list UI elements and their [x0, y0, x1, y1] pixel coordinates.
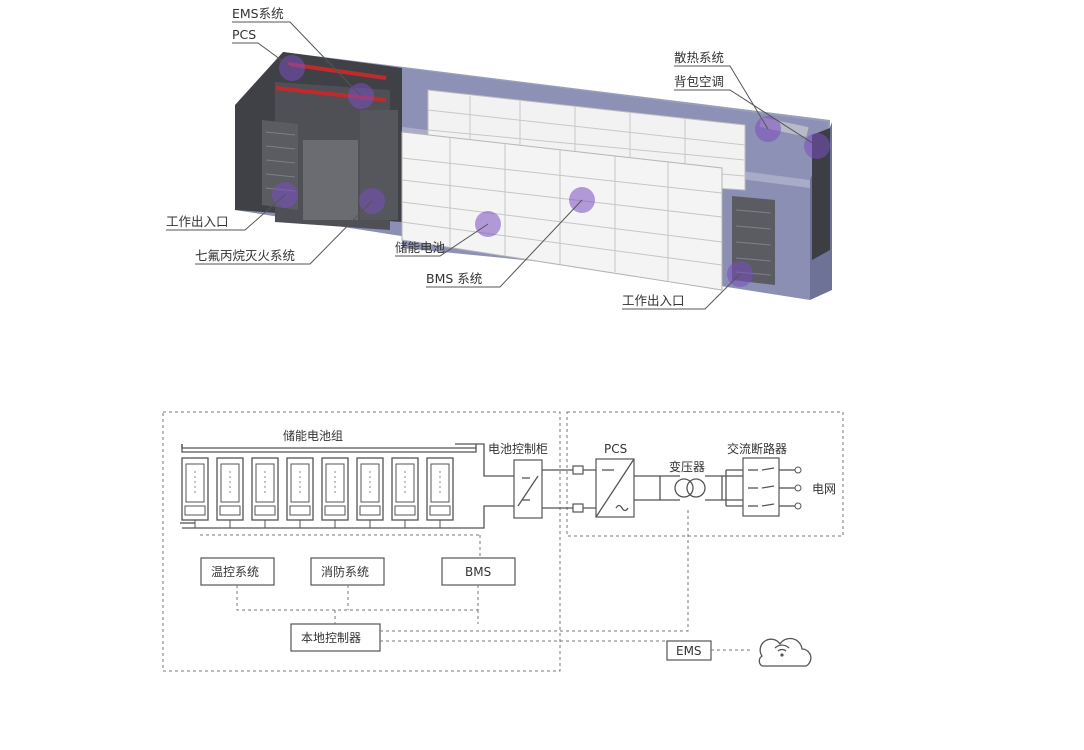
label-pcs: PCS [604, 442, 627, 456]
label-ems: EMS [676, 644, 702, 658]
connector-bottom [572, 503, 584, 513]
container-illustration [235, 52, 832, 300]
transformer-coil-left [674, 478, 694, 498]
battery-side-enclosure [162, 411, 561, 672]
battery-module [181, 457, 209, 528]
label-fire-system: 消防系统 [321, 564, 369, 579]
battery-module [391, 457, 419, 528]
callout-entry-left: 工作出入口 [166, 214, 229, 229]
temp-control-box [200, 557, 275, 586]
label-battery-cabinet: 电池控制柜 [488, 442, 548, 456]
label-grid: 电网 [812, 482, 836, 496]
callout-fire: 七氟丙烷灭火系统 [195, 248, 295, 263]
grid-terminal-b [794, 484, 802, 492]
battery-module [321, 457, 349, 528]
label-battery-group: 储能电池组 [283, 428, 343, 443]
callout-battery: 储能电池 [395, 240, 446, 255]
transformer-coil-right [686, 478, 706, 498]
fire-system-box [310, 557, 385, 586]
callout-aircon: 背包空调 [674, 74, 724, 89]
callout-entry-right: 工作出入口 [622, 293, 685, 308]
system-schematic: 储能电池组 电池控制柜 PCS 变压器 交流断路器 电网 温控系统 消防系统 B… [162, 411, 844, 672]
ac-breaker-box [742, 457, 780, 517]
callout-ems: EMS系统 [232, 6, 284, 21]
battery-module [286, 457, 314, 528]
backpack-ac-unit [812, 128, 830, 260]
callout-leader-lines [166, 21, 818, 310]
control-links [200, 510, 752, 651]
label-local-controller: 本地控制器 [301, 631, 361, 645]
callout-bms: BMS 系统 [426, 271, 482, 286]
callout-pcs: PCS [232, 27, 256, 42]
callout-cooling: 散热系统 [674, 50, 724, 65]
grid-terminal-c [794, 502, 802, 510]
label-ac-breaker: 交流断路器 [727, 441, 787, 456]
battery-modules [181, 457, 454, 528]
label-temp-control: 温控系统 [211, 565, 259, 579]
cloud-wifi-icon [758, 637, 812, 667]
battery-module [216, 457, 244, 528]
battery-control-cabinet [513, 459, 543, 519]
battery-module [251, 457, 279, 528]
local-controller-box [290, 623, 381, 652]
battery-racks-front [401, 131, 723, 291]
grid-terminal-a [794, 466, 802, 474]
label-bms: BMS [465, 565, 491, 579]
connector-top [572, 465, 584, 475]
grid-side-enclosure [566, 411, 844, 537]
label-transformer: 变压器 [669, 459, 705, 474]
battery-module [426, 457, 454, 528]
battery-module [356, 457, 384, 528]
